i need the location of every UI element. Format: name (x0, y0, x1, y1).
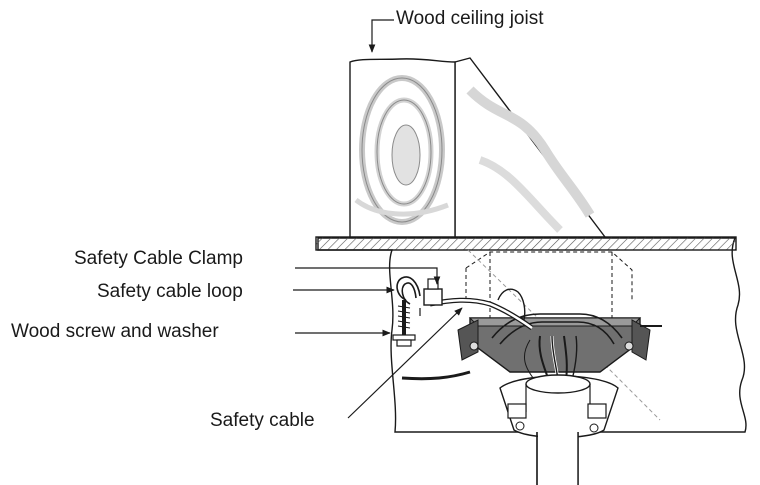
joist-leader (368, 19, 394, 53)
cable-leader (347, 307, 463, 419)
clamp-leader (295, 267, 441, 285)
leader-lines (293, 19, 463, 419)
label-safety-cable-clamp: Safety Cable Clamp (74, 248, 243, 269)
mounting-bracket (491, 313, 623, 345)
wood-screw (392, 300, 416, 347)
safety-cable (429, 297, 534, 331)
label-safety-cable: Safety cable (210, 410, 315, 431)
safety-cable-clamp (419, 278, 443, 316)
ceiling-board-section (315, 236, 737, 251)
label-wood-ceiling-joist: Wood ceiling joist (396, 8, 544, 29)
safety-cable-loop (396, 276, 421, 305)
fan-canopy (499, 374, 619, 485)
ceiling-joist (349, 57, 607, 238)
label-safety-cable-loop: Safety cable loop (97, 281, 243, 302)
label-wood-screw-and-washer: Wood screw and washer (11, 321, 219, 342)
